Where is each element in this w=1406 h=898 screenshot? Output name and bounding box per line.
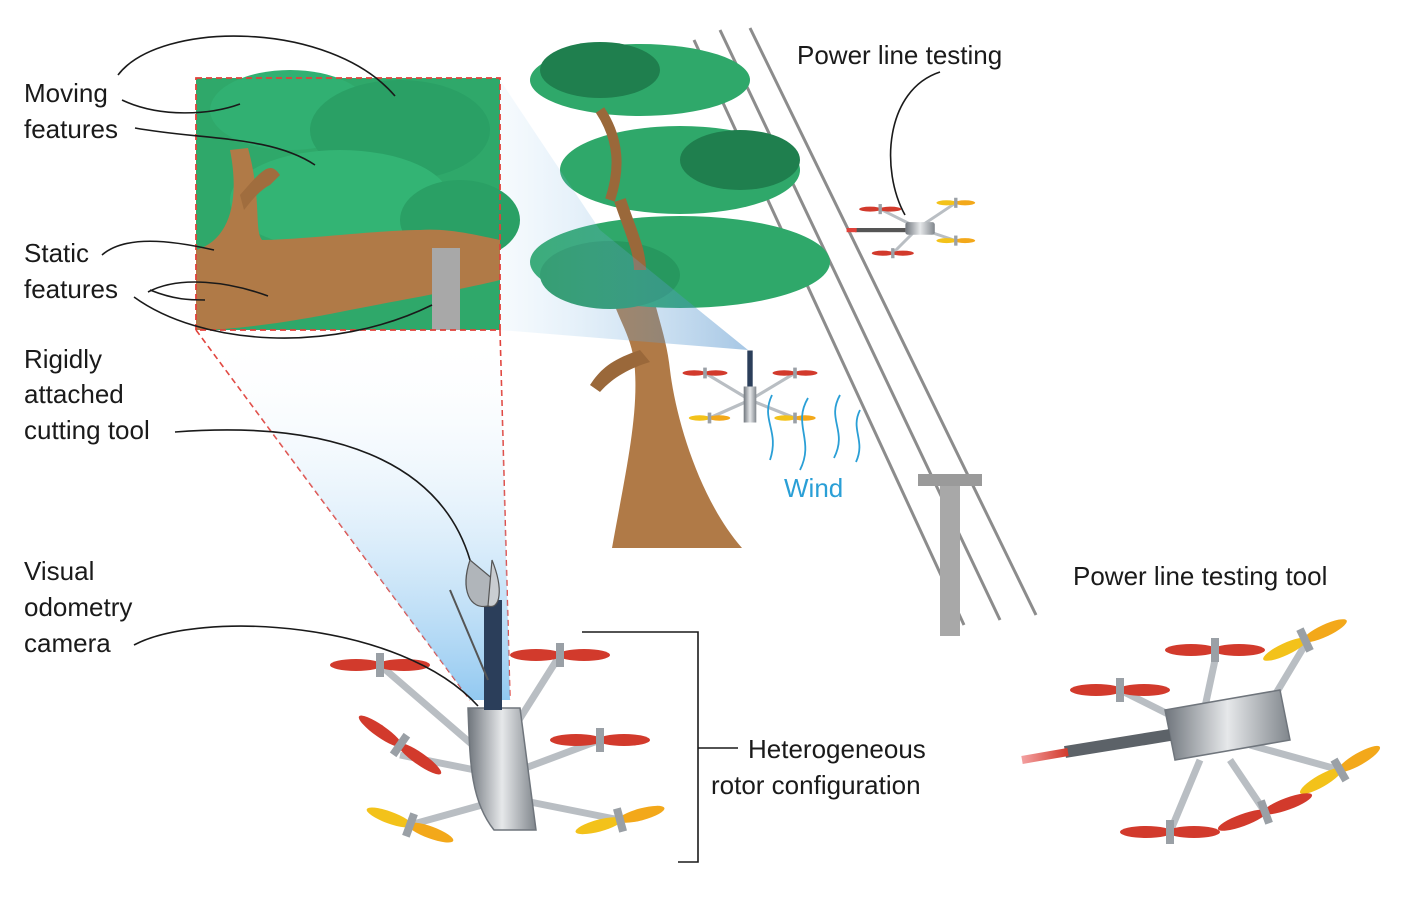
arrow-static-2 (147, 281, 269, 297)
label-static-features-line1: Static (24, 238, 89, 268)
arrow-moving-2 (121, 99, 241, 114)
arrow-moving-3 (134, 127, 316, 166)
labels: Moving features Static features Rigidly … (24, 40, 1327, 800)
arrow-power-line-testing (889, 71, 941, 216)
bracket-rotor-config (582, 631, 738, 863)
label-moving-features-line1: Moving (24, 78, 108, 108)
label-rotor-config-line2: rotor configuration (711, 770, 921, 800)
fov-wedge-upper (500, 80, 748, 350)
label-rotor-config-line1: Heterogeneous (748, 734, 926, 764)
label-visual-camera-line2: odometry (24, 592, 132, 622)
label-rigid-tool-line1: Rigidly (24, 344, 102, 374)
fov-wedge-lower (196, 330, 510, 700)
wind-lines (767, 394, 861, 471)
label-visual-camera-line3: camera (24, 628, 111, 658)
label-power-line-testing-tool: Power line testing tool (1073, 561, 1327, 591)
power-lines (692, 27, 1038, 626)
annotation-arrows (101, 35, 941, 863)
arrow-moving-1 (117, 35, 396, 97)
main-drone (330, 558, 668, 853)
arrow-static-4 (149, 289, 206, 301)
label-visual-camera-line1: Visual (24, 556, 94, 586)
power-pole (918, 474, 982, 636)
arrow-static-3 (133, 296, 433, 339)
arrow-camera (133, 625, 479, 707)
label-wind: Wind (784, 473, 843, 503)
power-line-drone-small (846, 197, 976, 259)
arrow-cutting-tool (174, 429, 471, 561)
tree-drone (682, 350, 818, 424)
label-moving-features-line2: features (24, 114, 118, 144)
label-rigid-tool-line3: cutting tool (24, 415, 150, 445)
label-static-features-line2: features (24, 274, 118, 304)
label-power-line-testing: Power line testing (797, 40, 1002, 70)
zoom-inset (195, 70, 520, 331)
power-line-drone-large (1021, 609, 1386, 844)
label-rigid-tool-line2: attached (24, 379, 124, 409)
arrow-static-1 (101, 240, 215, 256)
